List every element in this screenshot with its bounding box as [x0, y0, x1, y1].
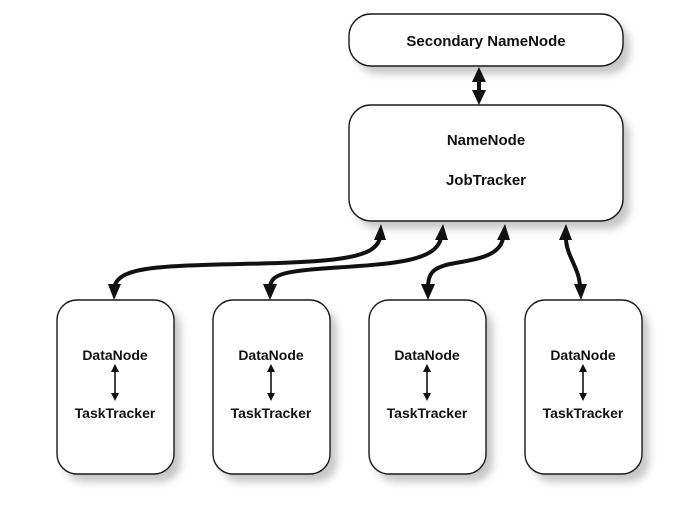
slave-node-1-inner-arrow-down: [111, 393, 119, 401]
slave-link-3-arrowhead-top: [497, 224, 510, 240]
slave-node-4: DataNode TaskTracker: [524, 299, 649, 482]
slave-link-3-curve: [426, 236, 505, 290]
slave-link-4-arrowhead-bottom: [574, 284, 587, 300]
secondary-master-arrowhead-up: [472, 67, 486, 82]
slave-node-3: DataNode TaskTracker: [368, 299, 493, 482]
slave-node-2: DataNode TaskTracker: [212, 299, 337, 482]
master-node-box: [348, 104, 624, 222]
slave-links: [108, 224, 587, 300]
slave-link-1-arrowhead-top: [374, 224, 386, 240]
datanode-label: DataNode: [238, 347, 304, 363]
slave-link-2-curve: [268, 236, 443, 290]
slave-node-2-inner-arrow-up: [267, 364, 275, 372]
secondary-namenode-box: [348, 13, 624, 67]
slave-link-1-arrowhead-bottom: [108, 284, 121, 300]
slave-node-4-inner-arrow-down: [579, 393, 587, 401]
secondary-namenode-label: Secondary NameNode: [406, 33, 565, 50]
slave-link-2: [263, 224, 448, 300]
slave-link-4-curve: [564, 236, 582, 290]
tasktracker-label: TaskTracker: [543, 405, 624, 421]
slave-link-2-arrowhead-top: [435, 224, 448, 240]
slave-link-4: [559, 224, 587, 300]
slave-node-3-inner-arrow-down: [423, 393, 431, 401]
slave-node-1: DataNode TaskTracker: [56, 299, 181, 482]
jobtracker-label: JobTracker: [446, 172, 526, 189]
secondary-namenode-node: Secondary NameNode: [348, 13, 630, 74]
tasktracker-label: TaskTracker: [231, 405, 312, 421]
slave-link-4-arrowhead-top: [559, 224, 572, 240]
slave-node-1-inner-arrow-up: [111, 364, 119, 372]
slave-link-3: [421, 224, 510, 300]
datanode-label: DataNode: [550, 347, 616, 363]
slave-link-3-arrowhead-bottom: [421, 284, 435, 300]
master-node: NameNode JobTracker: [348, 104, 630, 229]
slave-node-3-inner-arrow-up: [423, 364, 431, 372]
secondary-master-link: [472, 67, 486, 105]
tasktracker-label: TaskTracker: [75, 405, 156, 421]
slave-node-4-inner-arrow-up: [579, 364, 587, 372]
datanode-label: DataNode: [394, 347, 460, 363]
secondary-master-arrowhead-down: [472, 90, 486, 105]
slave-node-2-inner-arrow-down: [267, 393, 275, 401]
tasktracker-label: TaskTracker: [387, 405, 468, 421]
slave-link-2-arrowhead-bottom: [263, 284, 277, 300]
namenode-label: NameNode: [447, 132, 525, 149]
slave-link-1-curve: [112, 236, 382, 290]
slave-link-1: [108, 224, 386, 300]
datanode-label: DataNode: [82, 347, 148, 363]
